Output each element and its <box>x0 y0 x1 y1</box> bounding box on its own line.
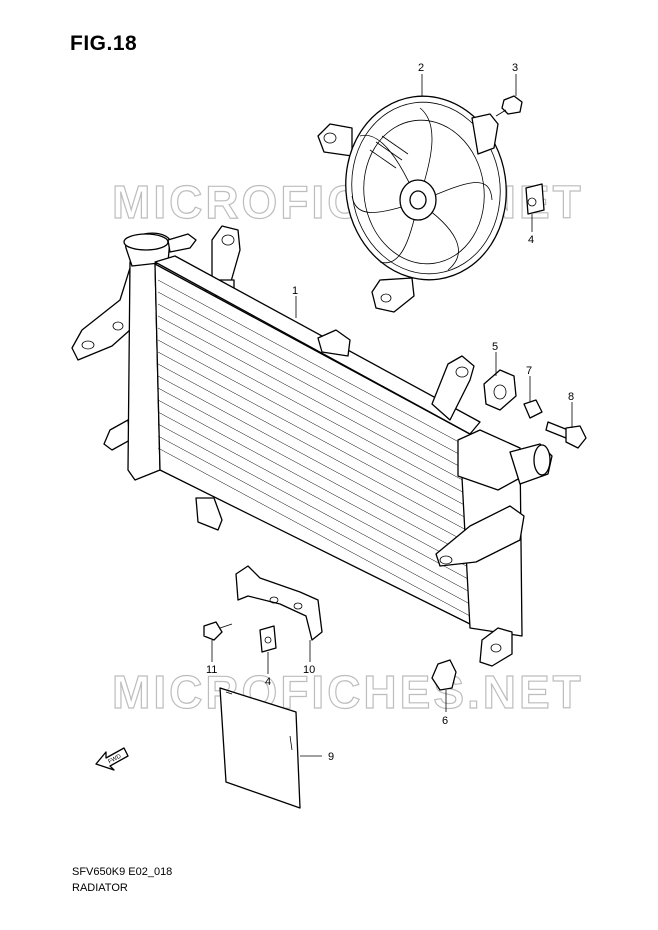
watermark-bottom: MICROFICHES.NET <box>112 666 584 718</box>
bolt-part-3 <box>495 95 523 117</box>
plate-part-9 <box>219 687 301 809</box>
figure-title: FIG.18 <box>70 32 138 55</box>
figure-name: RADIATOR <box>72 882 128 894</box>
callout-2: 2 <box>418 62 424 74</box>
radiator-fins <box>157 279 471 617</box>
callout-6: 6 <box>442 715 448 727</box>
bolt-part-11 <box>203 621 233 641</box>
forward-direction-arrow-icon: FWD <box>95 747 129 771</box>
callout-3: 3 <box>512 62 518 74</box>
callout-7: 7 <box>526 365 532 377</box>
callout-1: 1 <box>292 285 298 297</box>
callout-4-lower: 4 <box>265 676 271 688</box>
radiator-core <box>71 225 553 667</box>
bracket-part-10 <box>235 565 323 641</box>
collar-part-7 <box>523 399 543 419</box>
cooling-fan-assembly <box>317 95 507 313</box>
callout-9: 9 <box>328 751 334 763</box>
plug-part-6 <box>431 659 457 691</box>
bolt-part-8 <box>545 421 587 449</box>
callout-11: 11 <box>206 664 217 676</box>
grommet-part-5 <box>483 369 517 411</box>
clip-nut-part-4-lower <box>259 625 277 653</box>
callout-10: 10 <box>303 664 315 676</box>
model-code: SFV650K9 E02_018 <box>72 866 173 878</box>
callout-5: 5 <box>492 341 498 353</box>
clip-nut-part-4-upper <box>525 183 545 215</box>
callout-8: 8 <box>568 391 574 403</box>
callout-4-upper: 4 <box>528 234 534 246</box>
